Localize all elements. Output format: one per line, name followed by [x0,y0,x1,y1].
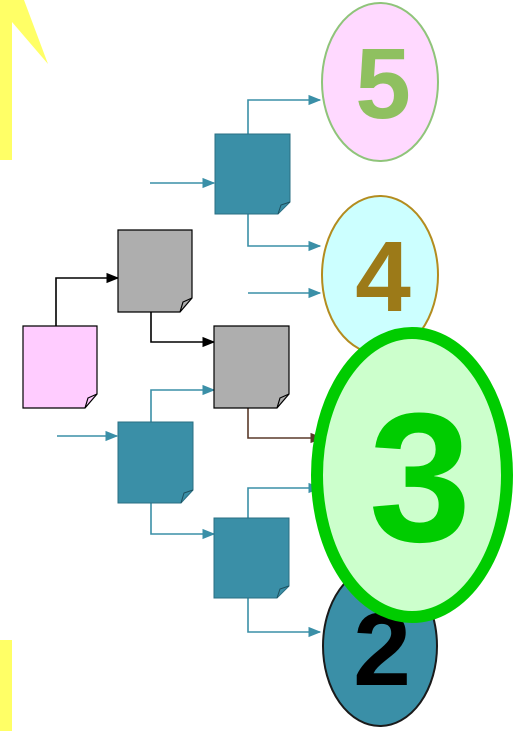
arrow-left-teal-down [150,502,216,540]
arrow-to-c5 [247,94,322,134]
arrow-pink-to-gray1 [55,272,120,326]
teal-document-bottom [213,517,290,599]
arrow-bottom-teal-to-c3 [247,482,322,518]
yellow-arrow-top [0,0,48,160]
gray-document-2 [213,325,290,409]
circle-4-label: 4 [355,221,411,333]
circle-5: 5 [321,2,439,162]
yellow-arrow-bottom [0,640,12,731]
black-connectors [55,272,216,348]
circle-3-label: 3 [369,374,471,580]
circle-3: 3 [311,327,513,623]
document-boxes [22,133,291,599]
arrow-to-c2 [247,598,322,638]
teal-document-left [117,421,194,504]
pink-document [22,325,98,409]
circle-5-label: 5 [355,28,411,140]
teal-document-top [214,133,291,215]
teal-connectors [57,94,322,638]
arrow-top-box-down [247,214,322,252]
arrow-gray1-to-gray2 [150,312,216,348]
gray-document-1 [117,229,193,313]
arrow-gray2-to-c3 [247,406,324,444]
arrow-to-gray-box-2 [150,384,216,422]
